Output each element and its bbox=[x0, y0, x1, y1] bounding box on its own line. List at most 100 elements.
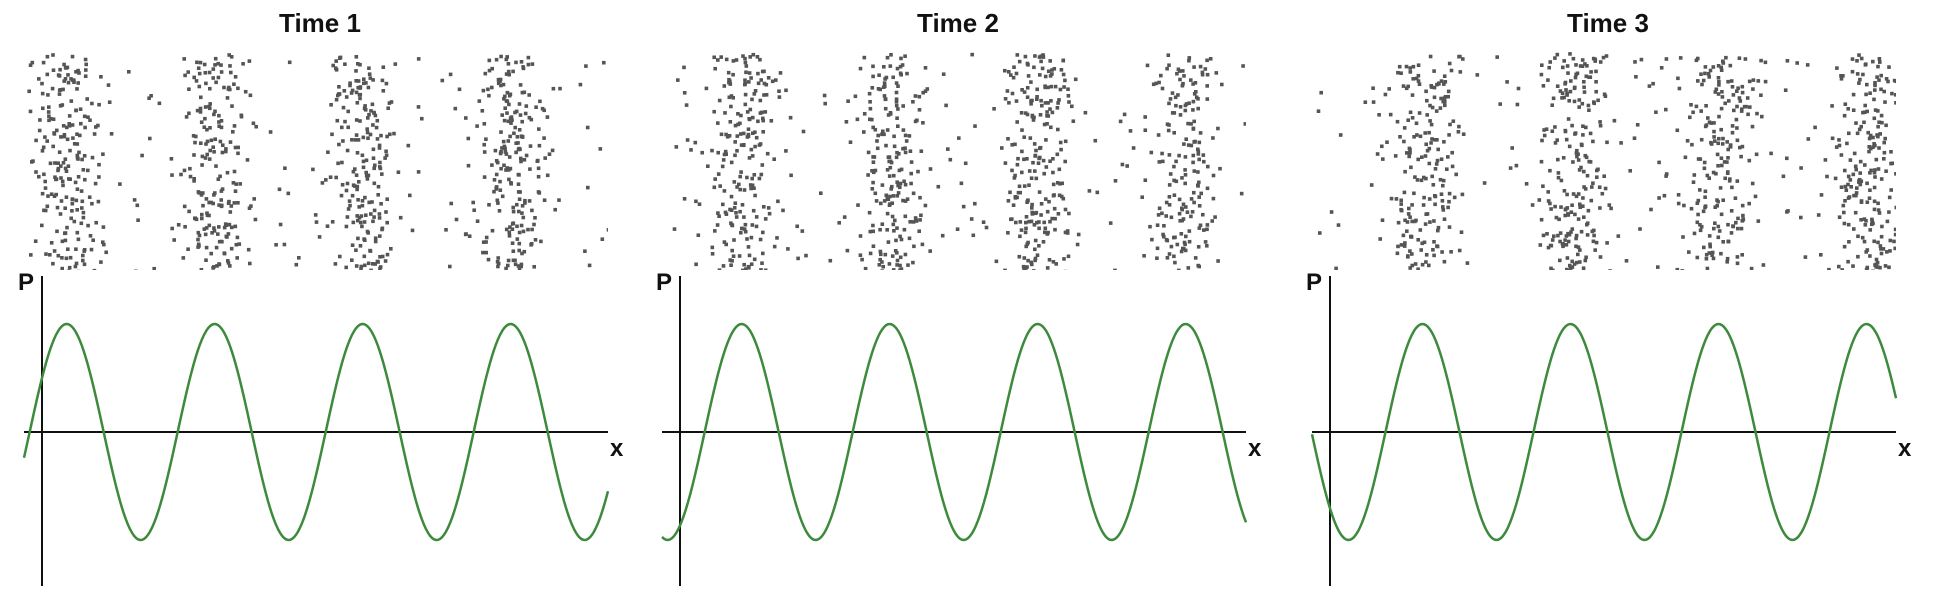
particle-dot bbox=[1728, 63, 1733, 68]
particle-dot bbox=[1855, 72, 1860, 76]
particle-dot bbox=[1871, 221, 1875, 226]
particle-dot bbox=[338, 56, 342, 60]
particle-dot bbox=[80, 206, 84, 210]
particle-dot bbox=[1406, 118, 1410, 122]
particle-dot bbox=[104, 250, 108, 255]
particle-dot bbox=[199, 120, 204, 124]
particle-dot bbox=[233, 145, 238, 150]
particle-dot bbox=[351, 169, 356, 174]
particle-dot bbox=[52, 194, 57, 198]
particle-dot bbox=[1015, 120, 1019, 124]
particle-dot bbox=[239, 113, 244, 118]
particle-dot bbox=[228, 87, 232, 92]
particle-dot bbox=[1877, 211, 1882, 215]
particle-dot bbox=[738, 209, 742, 214]
particle-dot bbox=[1407, 206, 1411, 211]
particle-dot bbox=[524, 104, 529, 108]
particle-dot bbox=[449, 201, 453, 206]
particle-dot bbox=[1539, 159, 1544, 164]
particle-dot bbox=[1208, 57, 1213, 61]
particle-dot bbox=[1572, 99, 1577, 104]
particle-dot bbox=[1440, 199, 1445, 203]
particle-dot bbox=[892, 144, 897, 149]
particle-dot bbox=[60, 266, 64, 270]
particle-dot bbox=[136, 218, 140, 222]
particle-dot bbox=[1048, 219, 1052, 224]
particle-dot bbox=[917, 229, 921, 233]
particle-dot bbox=[1446, 205, 1450, 210]
particle-dot bbox=[448, 264, 452, 269]
particle-dot bbox=[1435, 82, 1439, 87]
particle-dot bbox=[1048, 107, 1052, 111]
particle-dot bbox=[516, 147, 521, 152]
particle-dot bbox=[1192, 169, 1197, 173]
particle-dot bbox=[1664, 174, 1668, 178]
particle-dot bbox=[899, 167, 904, 172]
particle-dot bbox=[40, 81, 44, 86]
particle-dot bbox=[1045, 209, 1050, 214]
particle-dot bbox=[731, 254, 736, 258]
particle-dot bbox=[1888, 249, 1892, 253]
particle-dot bbox=[770, 79, 775, 84]
particle-dot bbox=[723, 210, 728, 215]
particle-dot bbox=[1699, 109, 1703, 113]
particle-dot bbox=[1662, 193, 1667, 198]
particle-dot bbox=[1037, 55, 1042, 59]
particle-dot bbox=[717, 98, 722, 103]
particle-dot bbox=[1197, 157, 1201, 162]
particle-dot bbox=[1131, 146, 1136, 150]
particle-dot bbox=[1595, 175, 1599, 179]
particle-dot bbox=[1038, 146, 1042, 151]
particle-dot bbox=[873, 168, 878, 173]
particle-dot bbox=[1574, 233, 1579, 238]
particle-dot bbox=[1579, 229, 1584, 234]
particle-dot bbox=[1725, 260, 1729, 264]
particle-dot bbox=[79, 189, 84, 193]
particle-dot bbox=[1854, 121, 1858, 125]
particle-dot bbox=[58, 212, 63, 216]
particle-dot bbox=[533, 216, 537, 220]
particle-dot bbox=[1056, 212, 1061, 216]
particle-dot bbox=[1044, 138, 1048, 142]
particle-dot bbox=[1694, 104, 1699, 109]
particle-dot bbox=[925, 87, 930, 91]
particle-dot bbox=[1551, 96, 1556, 101]
pressure-wave-curve bbox=[661, 322, 1248, 542]
particle-dot bbox=[202, 227, 207, 231]
particle-dot bbox=[508, 134, 512, 139]
particle-dot bbox=[743, 78, 747, 82]
particle-dot bbox=[294, 262, 299, 267]
particle-dot bbox=[385, 252, 390, 257]
particle-dot bbox=[1179, 249, 1184, 254]
particle-dot bbox=[895, 226, 899, 230]
particle-dot bbox=[888, 194, 892, 199]
particle-dot bbox=[203, 71, 208, 75]
particle-dot bbox=[891, 194, 896, 198]
particle-dot bbox=[1754, 152, 1759, 157]
particle-dot bbox=[752, 173, 757, 177]
particle-dot bbox=[1173, 95, 1178, 100]
particle-dot bbox=[1441, 183, 1445, 188]
particle-dot bbox=[587, 263, 592, 268]
particle-dot bbox=[1880, 224, 1884, 229]
particle-dot bbox=[1170, 91, 1175, 95]
particle-dot bbox=[30, 60, 35, 65]
particle-dot bbox=[1598, 120, 1602, 124]
particle-dot bbox=[1704, 256, 1709, 261]
particle-dot bbox=[753, 193, 757, 198]
particle-dot bbox=[1157, 160, 1162, 164]
particle-dot bbox=[1508, 166, 1513, 170]
particle-dot bbox=[743, 222, 748, 227]
particle-dot bbox=[1205, 227, 1209, 232]
particle-dot bbox=[1377, 113, 1381, 117]
particle-dot bbox=[1051, 157, 1055, 161]
particle-dot bbox=[1850, 69, 1855, 74]
particle-dot bbox=[877, 73, 881, 77]
particle-dot bbox=[871, 160, 876, 164]
particle-dot bbox=[517, 230, 522, 235]
particle-dot bbox=[1893, 246, 1896, 251]
particle-dot bbox=[1151, 82, 1156, 87]
particle-dot bbox=[750, 223, 755, 227]
particle-dot bbox=[74, 108, 78, 113]
particle-dot bbox=[1143, 115, 1147, 119]
